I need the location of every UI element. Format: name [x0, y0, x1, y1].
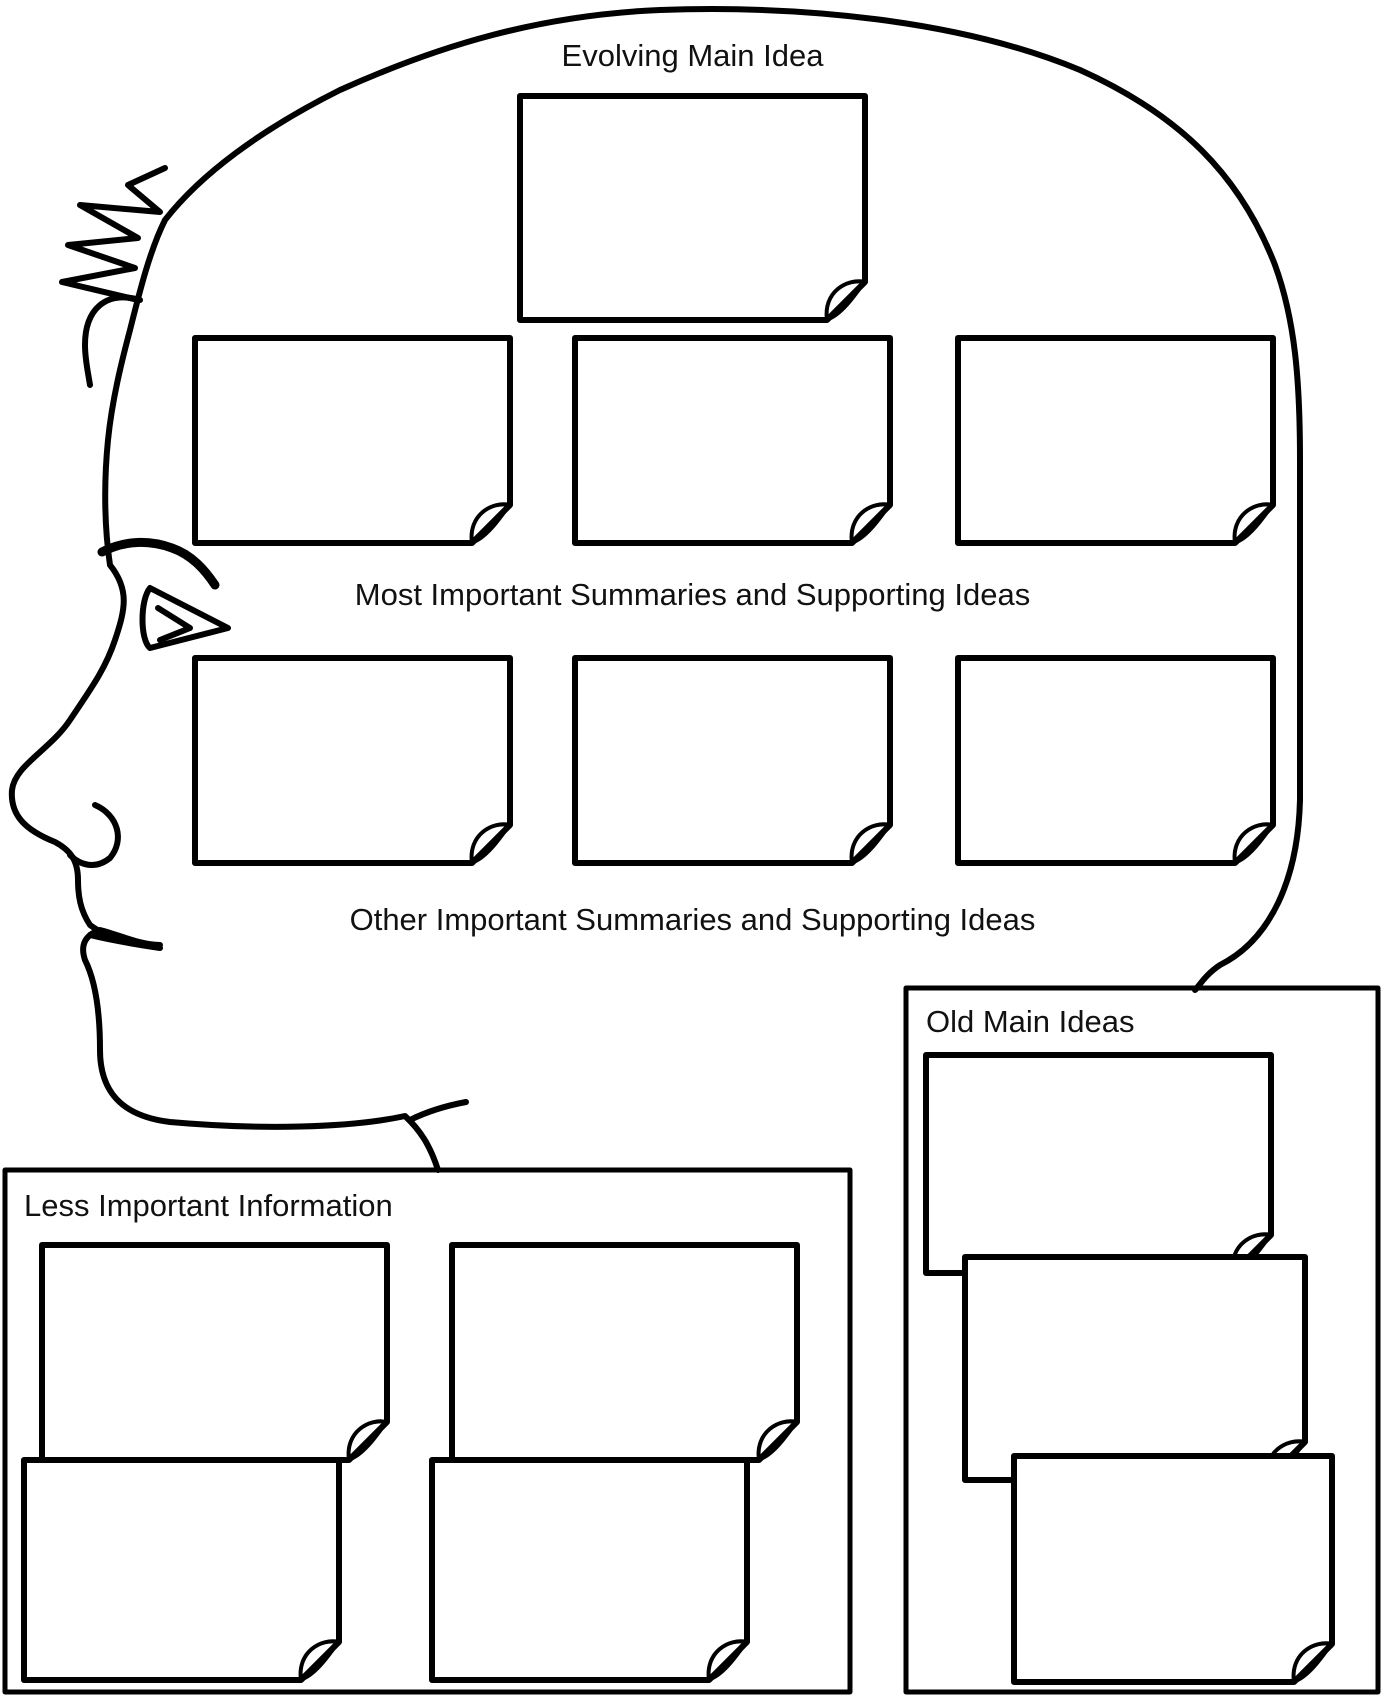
sticky-note [21, 1457, 342, 1683]
eye-pupil [155, 605, 193, 643]
sticky-note [192, 655, 513, 866]
sticky-note [955, 335, 1276, 546]
old-main-ideas-label: Old Main Ideas [926, 1004, 1135, 1039]
sticky-note [572, 335, 893, 546]
sticky-notes [21, 93, 1335, 1685]
hair-strand [59, 165, 168, 303]
hair-strand [82, 294, 143, 388]
nostril [67, 802, 121, 868]
sticky-note [572, 655, 893, 866]
sticky-note [429, 1457, 750, 1683]
neck-line [407, 1099, 469, 1123]
sticky-note [449, 1242, 800, 1463]
sticky-note [955, 655, 1276, 866]
sticky-note [1011, 1453, 1335, 1685]
eyebrow [97, 537, 220, 590]
mouth [87, 932, 163, 951]
eye [139, 585, 231, 651]
sticky-note [517, 93, 868, 323]
sticky-note [962, 1254, 1308, 1483]
sticky-note [923, 1052, 1274, 1276]
sticky-note [39, 1242, 390, 1463]
old-main-ideas-box [903, 985, 1381, 1695]
evolving-main-idea-label: Evolving Main Idea [561, 38, 824, 73]
other-important-label: Other Important Summaries and Supporting… [349, 902, 1036, 937]
less-important-box [2, 1167, 853, 1695]
sticky-note [192, 335, 513, 546]
most-important-label: Most Important Summaries and Supporting … [354, 577, 1031, 612]
head-profile [8, 6, 1303, 1173]
less-important-label: Less Important Information [24, 1188, 393, 1223]
